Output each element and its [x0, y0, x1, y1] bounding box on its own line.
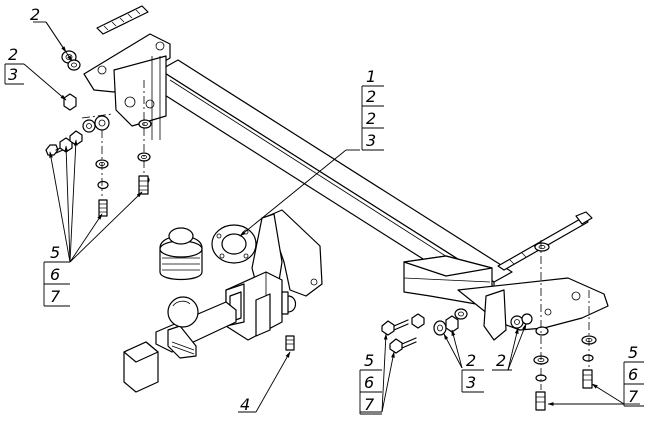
- top-left-bolt-bar: [96, 5, 149, 35]
- callout-7-left: 7: [50, 287, 61, 306]
- callout-2-top-left: 2: [30, 5, 40, 24]
- receiver-tube: [225, 271, 283, 341]
- callout-5-left: 5: [50, 243, 60, 262]
- callout-7-mid: 7: [364, 395, 375, 414]
- tow-pin: [281, 291, 297, 351]
- receiver-plug: [123, 341, 159, 393]
- callout-6-left: 6: [50, 265, 60, 284]
- callout-2-stack-a: 2: [366, 87, 376, 106]
- callout-5-far-right: 5: [628, 343, 638, 362]
- left-mounting-bracket: [83, 33, 171, 140]
- right-mounting-bracket: [403, 255, 609, 341]
- right-bolt-bar: [497, 211, 593, 271]
- callout-1-stack: 1: [366, 67, 376, 86]
- crossbar-beam: [159, 59, 513, 305]
- callout-2-mid: 2: [466, 351, 476, 370]
- left-vertical-bolts: [98, 175, 149, 217]
- left-washers-nuts: [61, 50, 152, 190]
- mid-bolts-washers: [381, 308, 468, 354]
- tow-ball: [167, 296, 199, 328]
- callout-4-bottom: 4: [240, 395, 250, 414]
- callout-2-stack-b: 2: [366, 109, 376, 128]
- ball-mount: [155, 301, 237, 359]
- ball-cover-cap: [159, 227, 203, 281]
- callout-5-mid: 5: [364, 351, 374, 370]
- callout-2-left: 2: [8, 45, 18, 64]
- callout-2-right: 2: [496, 351, 506, 370]
- callout-6-far-right: 6: [628, 365, 638, 384]
- centre-lines: [81, 80, 590, 390]
- socket-plate: [211, 224, 257, 264]
- callout-7-far-right: 7: [628, 387, 639, 406]
- callout-numbers: 2 2 3 1 2 2 3 5 6 7 4 5 6 7 2 3 2: [4, 5, 644, 415]
- callout-3-stack: 3: [366, 131, 376, 150]
- callout-3-mid: 3: [466, 373, 476, 392]
- callout-6-mid: 6: [364, 373, 374, 392]
- callout-3-left: 3: [8, 65, 18, 84]
- left-horizontal-bolts: [45, 130, 83, 156]
